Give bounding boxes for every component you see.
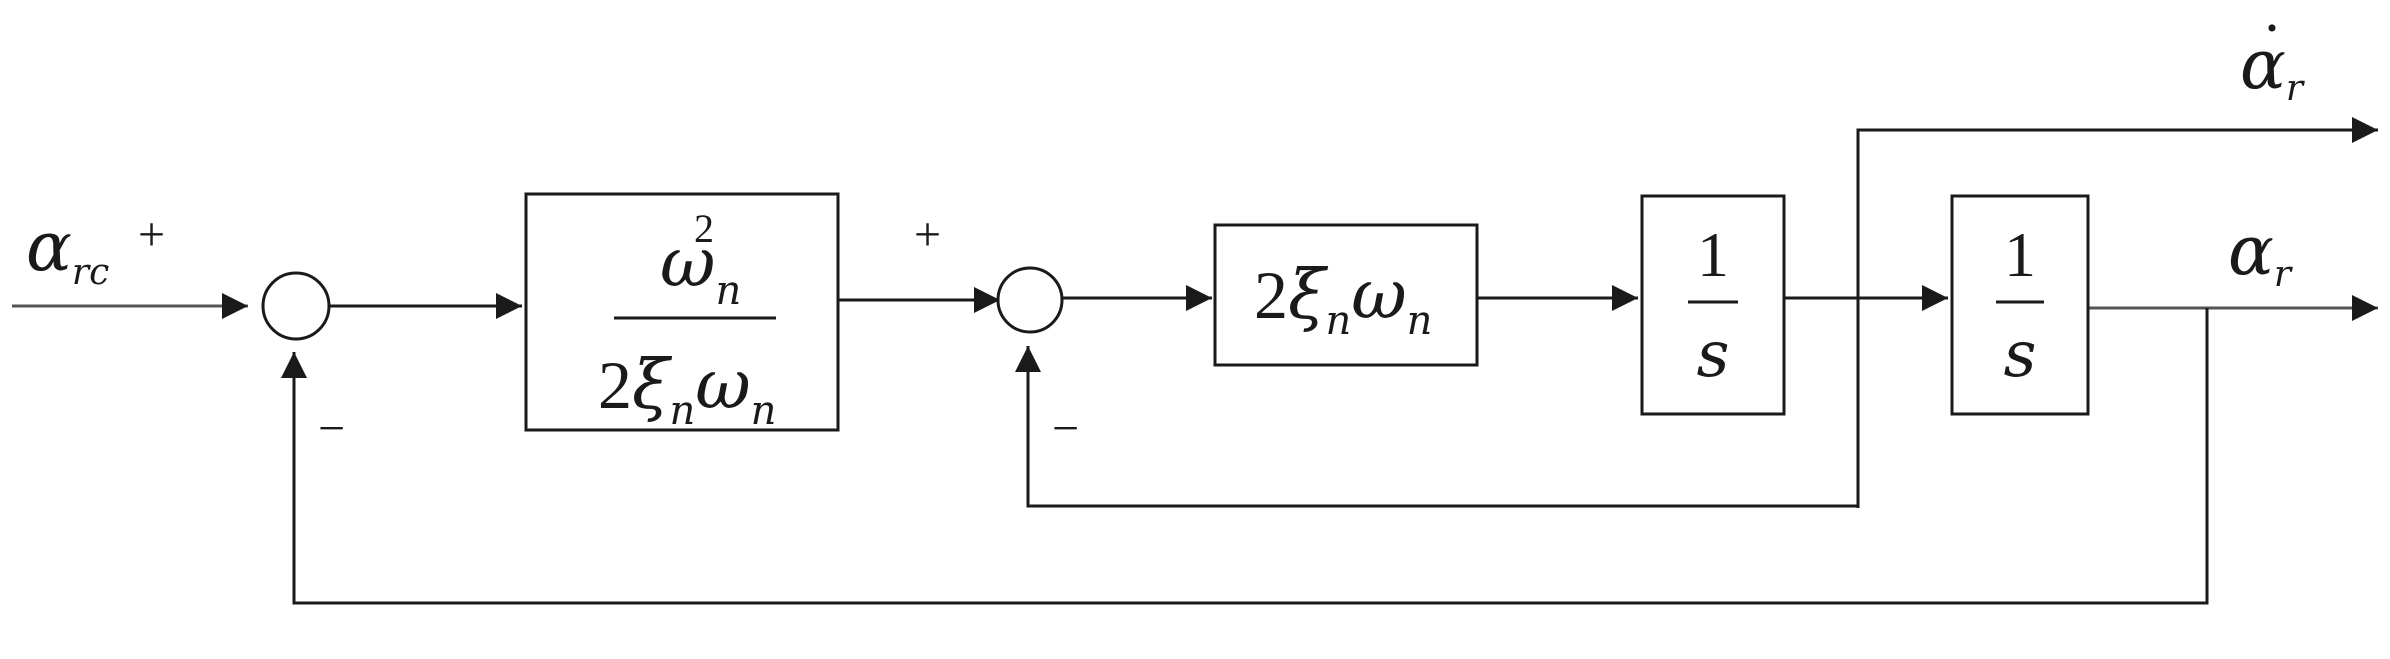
gain1-num-sub: n	[715, 268, 741, 314]
gain2-sym1: ξ	[1288, 256, 1329, 335]
svg-text:αr: αr	[2240, 26, 2305, 109]
input-symbol: α	[26, 208, 72, 287]
output-symbol: α	[2228, 212, 2274, 291]
gain1-num-sup: 2	[694, 206, 714, 251]
rate-output-label: αr ·	[2240, 0, 2305, 109]
summing-junction-2	[996, 266, 1064, 334]
summing-junction-1	[261, 271, 331, 341]
inner-feedback-line	[1015, 346, 1858, 508]
sum1-plus-sign: +	[138, 208, 165, 261]
rate-output-dot: ·	[2262, 0, 2282, 61]
gain1-den-sub1: n	[669, 388, 695, 434]
integrator1-denominator: s	[1697, 318, 1730, 392]
gain2-sym2: ω	[1351, 256, 1406, 335]
svg-text:2ξnωn: 2ξnωn	[598, 346, 776, 434]
output-label: αr	[2228, 212, 2293, 295]
outer-feedback-line	[281, 308, 2209, 605]
gain1-num-symbol: ω	[660, 224, 715, 303]
integrator2-denominator: s	[2004, 318, 2037, 392]
integrator1-fraction: 1 s	[1688, 219, 1738, 392]
rate-output-symbol: α	[2240, 26, 2286, 105]
sum1-minus-sign: −	[318, 402, 345, 455]
gain1-den-coef: 2	[598, 347, 632, 423]
integrator2-numerator: 1	[2004, 219, 2036, 290]
gain2-block	[1213, 223, 1479, 367]
rate-output-line	[1856, 117, 2378, 508]
integrator1-numerator: 1	[1697, 219, 1729, 290]
gain1-fraction: ωn 2 2ξnωn	[598, 206, 776, 434]
gain2-coef: 2	[1254, 257, 1288, 333]
gain2-sub2: n	[1407, 298, 1433, 344]
svg-text:ωn: ωn	[660, 224, 741, 314]
rate-output-subscript: r	[2286, 68, 2305, 109]
sum2-minus-sign: −	[1052, 402, 1079, 455]
input-subscript: rc	[72, 252, 109, 293]
input-label: αrc	[26, 208, 109, 293]
integrator2-block	[1950, 194, 2090, 416]
gain2-expression: 2ξnωn	[1254, 256, 1432, 344]
integrator2-fraction: 1 s	[1996, 219, 2044, 392]
gain1-den-sym2: ω	[695, 346, 750, 425]
gain1-den-sub2: n	[751, 388, 777, 434]
integrator1-block	[1640, 194, 1786, 416]
sum2-plus-sign: +	[914, 208, 941, 261]
gain1-den-sym1: ξ	[632, 346, 673, 425]
gain1-block	[524, 192, 840, 432]
gain2-sub1: n	[1325, 298, 1351, 344]
output-subscript: r	[2274, 254, 2293, 295]
